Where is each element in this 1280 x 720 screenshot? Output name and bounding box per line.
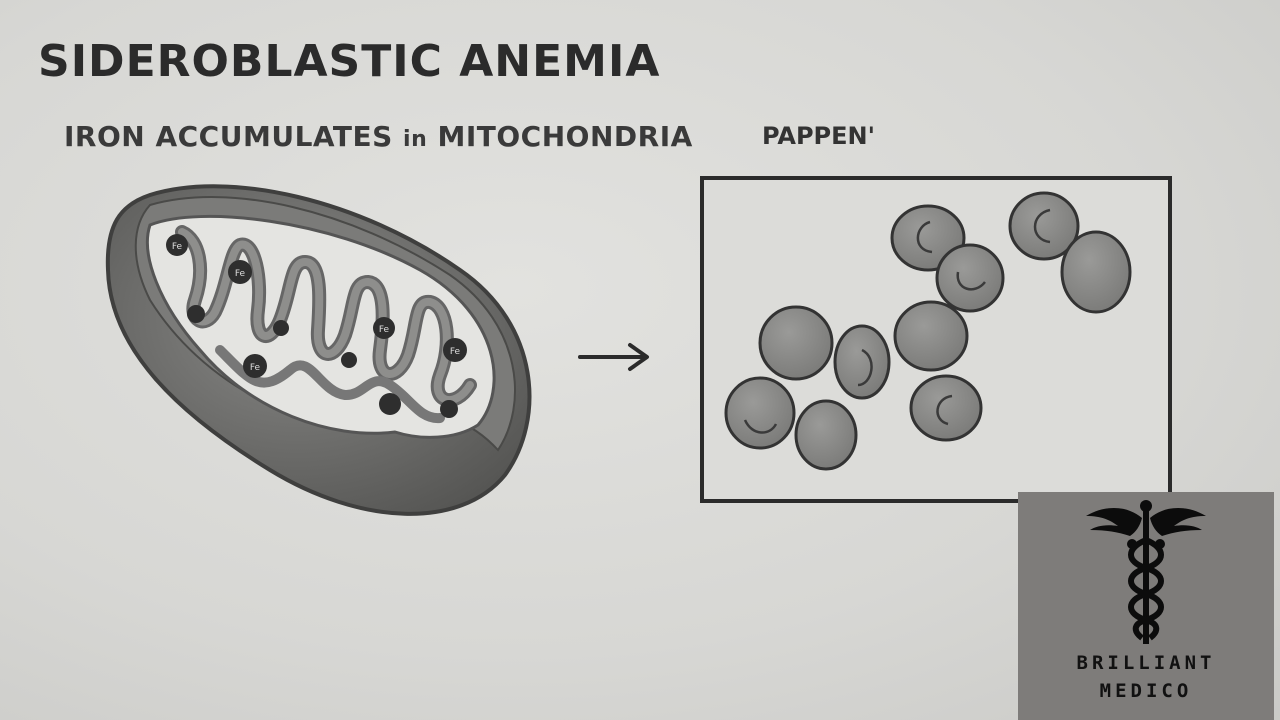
iron-particle: Fe xyxy=(243,354,267,378)
rbc xyxy=(833,324,891,400)
rbc xyxy=(935,243,1005,313)
caption-connector: in xyxy=(403,127,428,152)
rbc xyxy=(724,376,796,450)
brilliant-medico-logo: BRILLIANT MEDICO xyxy=(1018,492,1274,720)
rbc xyxy=(794,399,858,471)
iron-label: Fe xyxy=(250,363,261,373)
iron-particle xyxy=(440,400,458,418)
rbc xyxy=(1008,191,1080,261)
iron-particle xyxy=(273,320,289,336)
caduceus-icon xyxy=(1086,500,1206,644)
rbc xyxy=(909,374,983,442)
logo-line-1: BRILLIANT xyxy=(1076,652,1216,674)
iron-particle: Fe xyxy=(443,338,467,362)
iron-label: Fe xyxy=(235,269,246,279)
rbc xyxy=(1060,230,1132,314)
iron-label: Fe xyxy=(450,347,461,357)
rbc xyxy=(893,300,969,372)
iron-particle: Fe xyxy=(228,260,252,284)
iron-particle xyxy=(341,352,357,368)
iron-particle xyxy=(187,305,205,323)
iron-label: Fe xyxy=(172,242,183,252)
iron-particles: Fe Fe Fe Fe Fe xyxy=(166,234,467,418)
smear-caption: PAPPEN' xyxy=(762,122,875,150)
caption-part-1: IRON ACCUMULATES xyxy=(64,120,393,153)
iron-particle: Fe xyxy=(166,234,188,256)
iron-particle xyxy=(379,393,401,415)
iron-label: Fe xyxy=(379,325,390,335)
arrow-icon xyxy=(578,343,649,371)
red-blood-cells xyxy=(724,191,1132,471)
logo-line-2: MEDICO xyxy=(1099,680,1193,702)
rbc xyxy=(758,305,834,381)
caption-part-2: MITOCHONDRIA xyxy=(437,120,693,153)
mitochondria-caption: IRON ACCUMULATES in MITOCHONDRIA xyxy=(64,120,693,153)
slide-title: SIDEROBLASTIC ANEMIA xyxy=(38,36,661,87)
iron-particle: Fe xyxy=(373,317,395,339)
